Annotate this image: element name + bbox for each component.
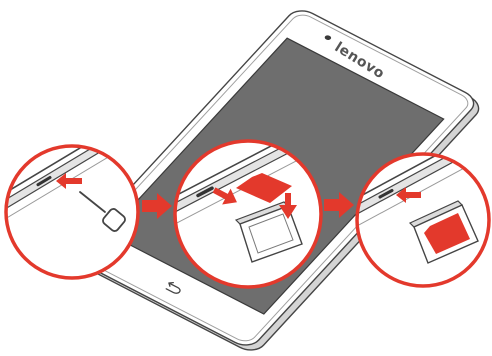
sim-slot-opening xyxy=(196,186,214,198)
arrow-right-icon xyxy=(142,193,172,219)
phone-side-edge xyxy=(7,147,137,214)
sim-tray-recess xyxy=(248,213,294,254)
step-3-circle-outline xyxy=(355,152,491,288)
front-camera-icon xyxy=(324,35,332,40)
sim-card-icon xyxy=(424,213,470,254)
back-arrow-icon xyxy=(164,281,183,294)
sim-eject-pin-icon xyxy=(79,191,126,232)
arrow-out-icon xyxy=(212,187,237,205)
phone-front-edge xyxy=(7,147,137,197)
phone-front-edge xyxy=(176,142,320,197)
sim-card-icon xyxy=(236,173,292,203)
arrow-left-icon xyxy=(396,187,421,203)
step-1-contents xyxy=(7,147,137,232)
arrow-right-icon xyxy=(324,192,354,218)
step-1-circle-outline xyxy=(4,144,140,280)
eject-pin-loop xyxy=(102,208,126,232)
sim-slot xyxy=(378,189,394,199)
sim-tray-body xyxy=(239,205,303,263)
eject-pin-needle xyxy=(79,191,106,213)
arrow-left-icon xyxy=(56,173,82,189)
step-1-zoom xyxy=(4,144,140,280)
sim-slot xyxy=(36,176,52,187)
step-2-circle-outline xyxy=(173,139,323,289)
phone-front-edge xyxy=(358,155,488,199)
arrow-down-icon xyxy=(279,193,297,219)
sim-tray-icon xyxy=(234,201,303,263)
